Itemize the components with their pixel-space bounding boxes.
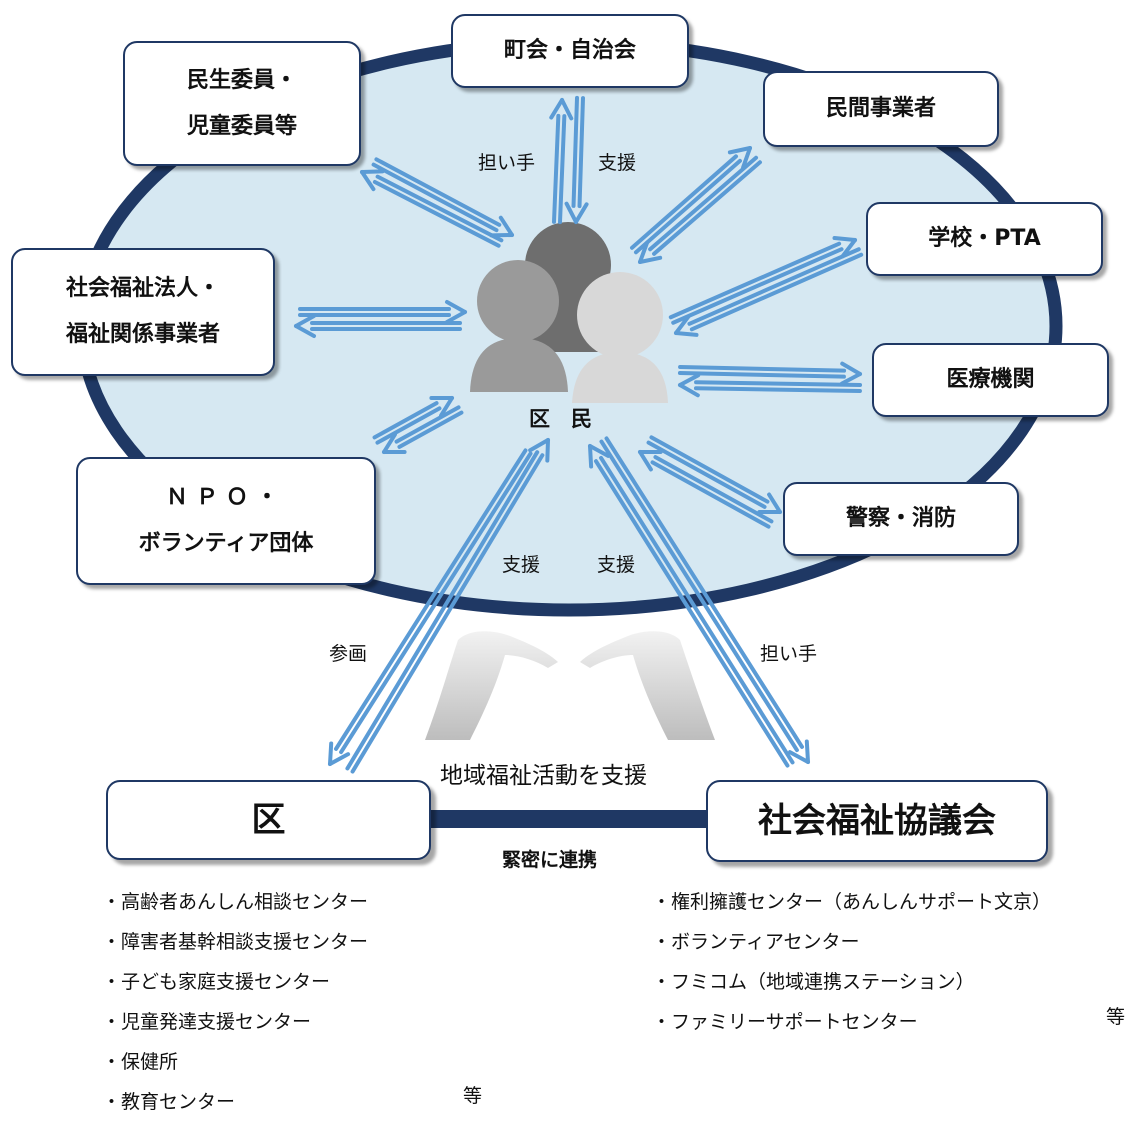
label-shien-top: 支援 (598, 148, 636, 175)
list-item: ボランティアセンター (652, 922, 1051, 962)
arrow-from-iryo-shaft (696, 388, 860, 391)
node-minsei: 民生委員・ 児童委員等 (123, 41, 361, 166)
node-shakai-fukushi-line2: 福祉関係事業者 (66, 312, 220, 358)
label-shien-left: 支援 (502, 550, 540, 577)
node-gakko: 学校・PTA (866, 202, 1103, 276)
list-item: 保健所 (102, 1042, 368, 1082)
node-minsei-line2: 児童委員等 (187, 104, 297, 150)
node-minsei-line1: 民生委員・ (187, 58, 297, 104)
node-npo: ＮＰＯ・ ボランティア団体 (76, 457, 376, 585)
label-ninaite-right: 担い手 (760, 639, 817, 666)
arrow-center-to-ku-head (330, 743, 331, 764)
node-gakko-label: 学校・PTA (928, 216, 1040, 262)
center-label: 区 民 (529, 403, 592, 433)
link-bar (430, 810, 712, 828)
shakyo-services-list: 権利擁護センター（あんしんサポート文京） ボランティアセンター フミコム（地域連… (652, 882, 1051, 1042)
list-item: 障害者基幹相談支援センター (102, 922, 368, 962)
label-center-support: 地域福祉活動を支援 (440, 756, 647, 790)
arrow-center-to-ku-head (330, 754, 348, 764)
hands-icon (425, 631, 715, 740)
arrow-to-gakko-head (835, 238, 855, 240)
list-item: 教育センター (102, 1082, 368, 1122)
arrow-ku-to-center-head (547, 440, 548, 461)
node-ku-label: 区 (252, 797, 286, 843)
node-shakai-fukushi: 社会福祉法人・ 福祉関係事業者 (11, 248, 275, 376)
arrow-shakyo-to-center-head (590, 446, 591, 467)
arrow-center-to-shakyo-head (807, 741, 808, 762)
shakyo-etc: 等 (1106, 1002, 1125, 1029)
label-shien-right: 支援 (597, 550, 635, 577)
ku-etc: 等 (463, 1081, 482, 1108)
node-ku: 区 (106, 780, 431, 860)
label-link: 緊密に連携 (502, 845, 597, 872)
list-item: 高齢者あんしん相談センター (102, 882, 368, 922)
node-minkan: 民間事業者 (763, 71, 999, 147)
arrow-from-gakko-head (676, 333, 697, 335)
node-iryo-label: 医療機関 (946, 357, 1034, 403)
node-minkan-label: 民間事業者 (826, 86, 936, 132)
ku-services-list: 高齢者あんしん相談センター 障害者基幹相談支援センター 子ども家庭支援センター … (102, 882, 368, 1122)
list-item: フミコム（地域連携ステーション） (652, 962, 1051, 1002)
node-keisatsu: 警察・消防 (783, 482, 1019, 556)
label-ninaite-top: 担い手 (478, 148, 535, 175)
node-npo-line1: ＮＰＯ・ (166, 475, 286, 521)
arrow-to-minsei-head (362, 171, 383, 172)
label-sankaku: 参画 (329, 639, 367, 666)
node-iryo: 医療機関 (872, 343, 1109, 417)
list-item: ファミリーサポートセンター (652, 1002, 1051, 1042)
node-chonaikai: 町会・自治会 (451, 14, 689, 88)
list-item: 子ども家庭支援センター (102, 962, 368, 1002)
list-item: 児童発達支援センター (102, 1002, 368, 1042)
node-shakai-fukushi-line1: 社会福祉法人・ (66, 266, 220, 312)
node-npo-line2: ボランティア団体 (139, 521, 314, 567)
node-keisatsu-label: 警察・消防 (846, 496, 956, 542)
node-shakyo: 社会福祉協議会 (706, 780, 1048, 862)
node-shakyo-label: 社会福祉協議会 (758, 798, 996, 844)
arrow-from-iryo-shaft (696, 382, 860, 385)
list-item: 権利擁護センター（あんしんサポート文京） (652, 882, 1051, 922)
node-chonaikai-label: 町会・自治会 (504, 28, 636, 74)
